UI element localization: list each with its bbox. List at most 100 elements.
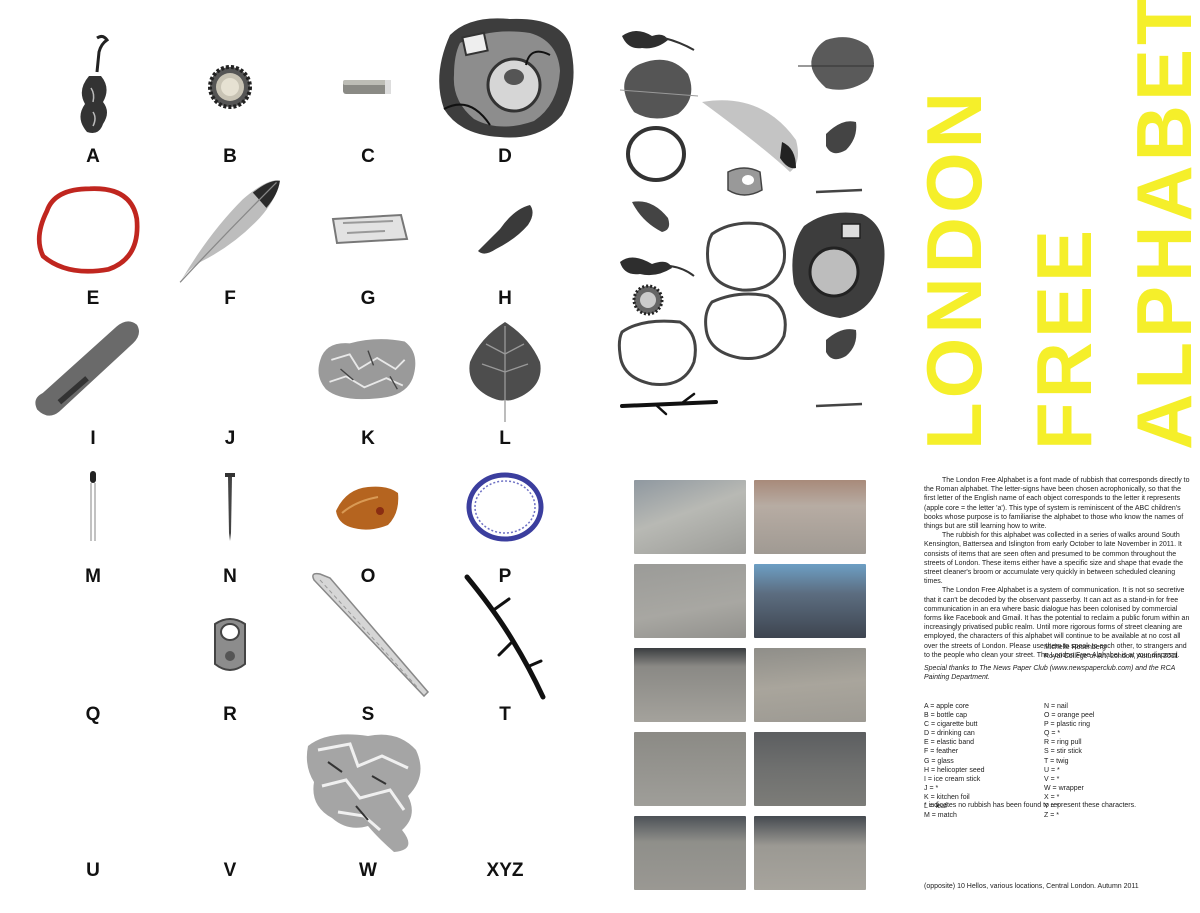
letter-label: N bbox=[223, 566, 237, 587]
letter-label: XYZ bbox=[486, 860, 524, 881]
letter-label: S bbox=[361, 704, 375, 725]
ring-pull-icon bbox=[727, 167, 763, 196]
photo-4 bbox=[754, 564, 866, 638]
legend-item: R = ring pull bbox=[1044, 739, 1082, 747]
letter-cell-w: W bbox=[296, 722, 440, 881]
letter-cell-g: G bbox=[313, 170, 423, 320]
letter-label: O bbox=[360, 566, 376, 587]
letter-cell-q: Q bbox=[38, 586, 148, 736]
letter-label: P bbox=[498, 566, 512, 587]
letter-label: L bbox=[499, 428, 511, 449]
match-icon bbox=[38, 448, 148, 566]
legend-item: J = * bbox=[924, 784, 939, 792]
legend-item: Y = * bbox=[1044, 803, 1060, 811]
legend-item: B = bottle cap bbox=[924, 712, 968, 720]
photo-8 bbox=[754, 732, 866, 806]
letter-cell-k: K bbox=[313, 310, 423, 460]
kitchen-foil-icon bbox=[313, 310, 423, 428]
legend-right: N = nail O = orange peel P = plastic rin… bbox=[1044, 702, 1094, 820]
photo-caption: (opposite) 10 Hellos, various locations,… bbox=[924, 883, 1139, 890]
helicopter-seed-icon bbox=[632, 201, 670, 232]
legend-left: A = apple core B = bottle cap C = cigare… bbox=[924, 702, 985, 820]
description-text: The London Free Alphabet is a font made … bbox=[924, 476, 1192, 660]
photo-2 bbox=[754, 480, 866, 554]
drinking-can-icon bbox=[792, 212, 885, 318]
legend-item: A = apple core bbox=[924, 703, 969, 710]
letter-label: W bbox=[359, 860, 377, 881]
legend-item: Q = * bbox=[1044, 730, 1061, 738]
leaf-icon bbox=[450, 310, 560, 428]
orange-peel-icon bbox=[313, 448, 423, 566]
photo-1 bbox=[634, 480, 746, 554]
legend-item: P = plastic ring bbox=[1044, 721, 1090, 729]
letter-cell-j: J bbox=[175, 310, 285, 460]
letter-label: R bbox=[223, 704, 237, 725]
letter-cell-l: L bbox=[450, 310, 560, 460]
title-line-london: LONDON bbox=[910, 88, 998, 450]
photo-10 bbox=[754, 816, 866, 890]
apple-core-icon bbox=[622, 31, 695, 51]
apple-core-icon bbox=[38, 28, 148, 146]
glass-icon bbox=[313, 170, 423, 288]
helicopter-seed-icon bbox=[826, 329, 857, 360]
legend-item: Z = * bbox=[1044, 812, 1059, 820]
wrapper-icon bbox=[296, 726, 440, 856]
thanks-note: Special thanks to The News Paper Club (w… bbox=[924, 665, 1176, 682]
letter-label: M bbox=[85, 566, 101, 587]
description-paragraph: The rubbish for this alphabet was collec… bbox=[924, 532, 1184, 586]
nail-icon bbox=[815, 402, 863, 408]
letter-label: I bbox=[90, 428, 96, 449]
letter-cell-s: S bbox=[300, 572, 436, 736]
letter-cell-m: M bbox=[38, 448, 148, 598]
letter-label: U bbox=[86, 860, 100, 881]
leaf-icon bbox=[619, 59, 699, 119]
description-paragraph: The London Free Alphabet is a font made … bbox=[924, 477, 1190, 531]
title-line-alphabet: ALPHABET bbox=[1120, 0, 1200, 450]
apple-core-icon bbox=[620, 257, 695, 277]
photo-9 bbox=[634, 816, 746, 890]
ring-pull-icon bbox=[175, 586, 285, 704]
author-name: Michelle Rosenberg bbox=[1044, 644, 1106, 651]
letter-cell-p: P bbox=[450, 448, 560, 598]
letter-label: V bbox=[223, 860, 237, 881]
letter-cell-xyz: XYZ bbox=[450, 722, 560, 881]
legend-item: W = wrapper bbox=[1044, 784, 1084, 792]
letter-label: E bbox=[86, 288, 100, 309]
legend-item: T = twig bbox=[1044, 757, 1069, 765]
legend-item: H = helicopter seed bbox=[924, 766, 985, 774]
photo-7 bbox=[634, 732, 746, 806]
cigarette-butt-icon bbox=[313, 28, 423, 146]
nail-icon bbox=[815, 188, 863, 194]
legend-item: C = cigarette butt bbox=[924, 721, 978, 729]
letter-label: J bbox=[224, 428, 236, 449]
legend-item: X = * bbox=[1044, 793, 1060, 801]
letter-cell-h: H bbox=[450, 170, 560, 320]
letter-label: C bbox=[361, 146, 375, 167]
letter-label: D bbox=[498, 146, 512, 167]
legend-item: G = glass bbox=[924, 757, 954, 765]
drinking-can-icon bbox=[430, 10, 580, 150]
letter-cell-f: F bbox=[175, 170, 285, 320]
poster-title: LONDON FREE ALPHABET bbox=[905, 0, 1200, 450]
letter-cell-i: I bbox=[35, 310, 148, 460]
letter-label: A bbox=[86, 146, 100, 167]
legend-item: N = nail bbox=[1044, 703, 1068, 710]
signature: Michelle Rosenberg Royal College or Art,… bbox=[1044, 643, 1178, 661]
helicopter-seed-icon bbox=[826, 121, 857, 154]
twig-icon bbox=[620, 392, 718, 416]
helicopter-seed-icon bbox=[450, 170, 560, 288]
title-line-free: FREE bbox=[1020, 225, 1108, 450]
legend-item: V = * bbox=[1044, 775, 1060, 783]
legend-item: D = drinking can bbox=[924, 730, 975, 738]
author-affiliation: Royal College or Art, London, Autumn 201… bbox=[1044, 653, 1179, 661]
letter-label: T bbox=[499, 704, 511, 725]
stir-stick-icon bbox=[300, 566, 436, 706]
legend-item: U = * bbox=[1044, 766, 1060, 774]
letter-cell-u: U bbox=[38, 722, 148, 881]
letter-label: G bbox=[360, 288, 376, 309]
legend-item: K = kitchen foil bbox=[924, 793, 970, 801]
legend-item: M = match bbox=[924, 812, 957, 820]
letter-cell-o: O bbox=[313, 448, 423, 598]
legend-item: I = ice cream stick bbox=[924, 775, 981, 783]
letter-cell-t: T bbox=[450, 574, 560, 736]
